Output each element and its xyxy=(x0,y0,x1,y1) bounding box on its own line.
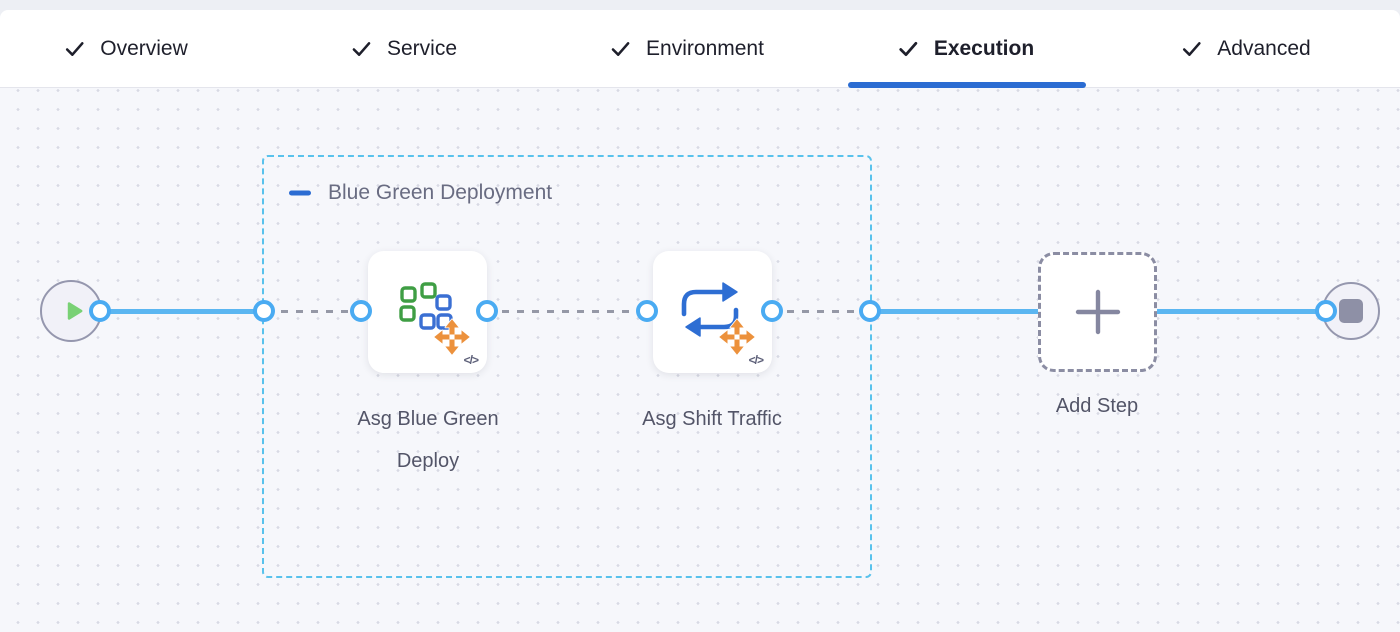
shift-traffic-arrows-icon xyxy=(681,282,739,337)
dashed-link-step2-to-group-exit xyxy=(772,310,870,313)
plus-icon xyxy=(1075,289,1120,335)
tab-label: Advanced xyxy=(1217,36,1311,60)
play-icon xyxy=(67,302,82,320)
move-arrows-icon xyxy=(433,318,471,356)
add-step-label: Add Step xyxy=(1055,395,1139,417)
flow-line-add-step-to-end xyxy=(1155,309,1328,314)
step-node-asg-blue-green-deploy[interactable]: </> xyxy=(368,251,487,373)
flow-line-group-to-add-step xyxy=(869,309,1041,314)
connector-group-in[interactable] xyxy=(253,300,275,322)
check-icon xyxy=(64,40,85,58)
tab-label: Execution xyxy=(933,36,1035,60)
stage-tabs-bar: Overview Service Environment Execution A xyxy=(0,10,1400,88)
dashed-link-step1-to-step2 xyxy=(487,310,647,313)
active-tab-underline xyxy=(848,82,1086,88)
connector-step1-out[interactable] xyxy=(476,300,498,322)
dashed-link-group-to-step1 xyxy=(266,310,361,313)
tab-label: Service xyxy=(386,36,458,60)
check-icon xyxy=(351,40,372,58)
check-icon xyxy=(898,40,919,58)
tab-environment[interactable]: Environment xyxy=(610,10,764,87)
check-icon xyxy=(610,40,631,58)
move-arrows-icon xyxy=(718,318,756,356)
step-label-asg-blue-green-deploy: Asg Blue Green Deploy xyxy=(357,408,499,472)
connector-group-out[interactable] xyxy=(859,300,881,322)
connector-step1-in[interactable] xyxy=(350,300,372,322)
connector-end-in[interactable] xyxy=(1315,300,1337,322)
flow-line-start-to-group xyxy=(100,309,266,314)
stop-icon xyxy=(1339,299,1363,323)
tab-advanced[interactable]: Advanced xyxy=(1181,10,1311,87)
code-template-badge: </> xyxy=(748,353,764,367)
collapse-group-button[interactable] xyxy=(289,186,311,200)
tab-overview[interactable]: Overview xyxy=(64,10,188,87)
code-template-badge: </> xyxy=(463,353,479,367)
pipeline-start-node xyxy=(40,280,102,342)
connector-step2-out[interactable] xyxy=(761,300,783,322)
tab-label: Overview xyxy=(100,36,188,60)
step-group-label: Blue Green Deployment xyxy=(328,181,553,204)
step-group-blue-green-deployment: Blue Green Deployment xyxy=(262,155,872,578)
step-label-asg-shift-traffic: Asg Shift Traffic xyxy=(642,408,782,430)
tab-label: Environment xyxy=(646,36,764,60)
connector-start-out[interactable] xyxy=(89,300,111,322)
connector-step2-in[interactable] xyxy=(636,300,658,322)
step-node-asg-shift-traffic[interactable]: </> xyxy=(653,251,772,373)
add-step-button[interactable] xyxy=(1038,252,1157,372)
execution-graph-canvas[interactable]: Blue Green Deployment xyxy=(0,88,1400,632)
check-icon xyxy=(1181,40,1202,58)
tab-service[interactable]: Service xyxy=(351,10,457,87)
step-group-header: Blue Green Deployment xyxy=(289,181,552,205)
tab-execution[interactable]: Execution xyxy=(898,10,1034,87)
minus-icon xyxy=(289,190,311,196)
